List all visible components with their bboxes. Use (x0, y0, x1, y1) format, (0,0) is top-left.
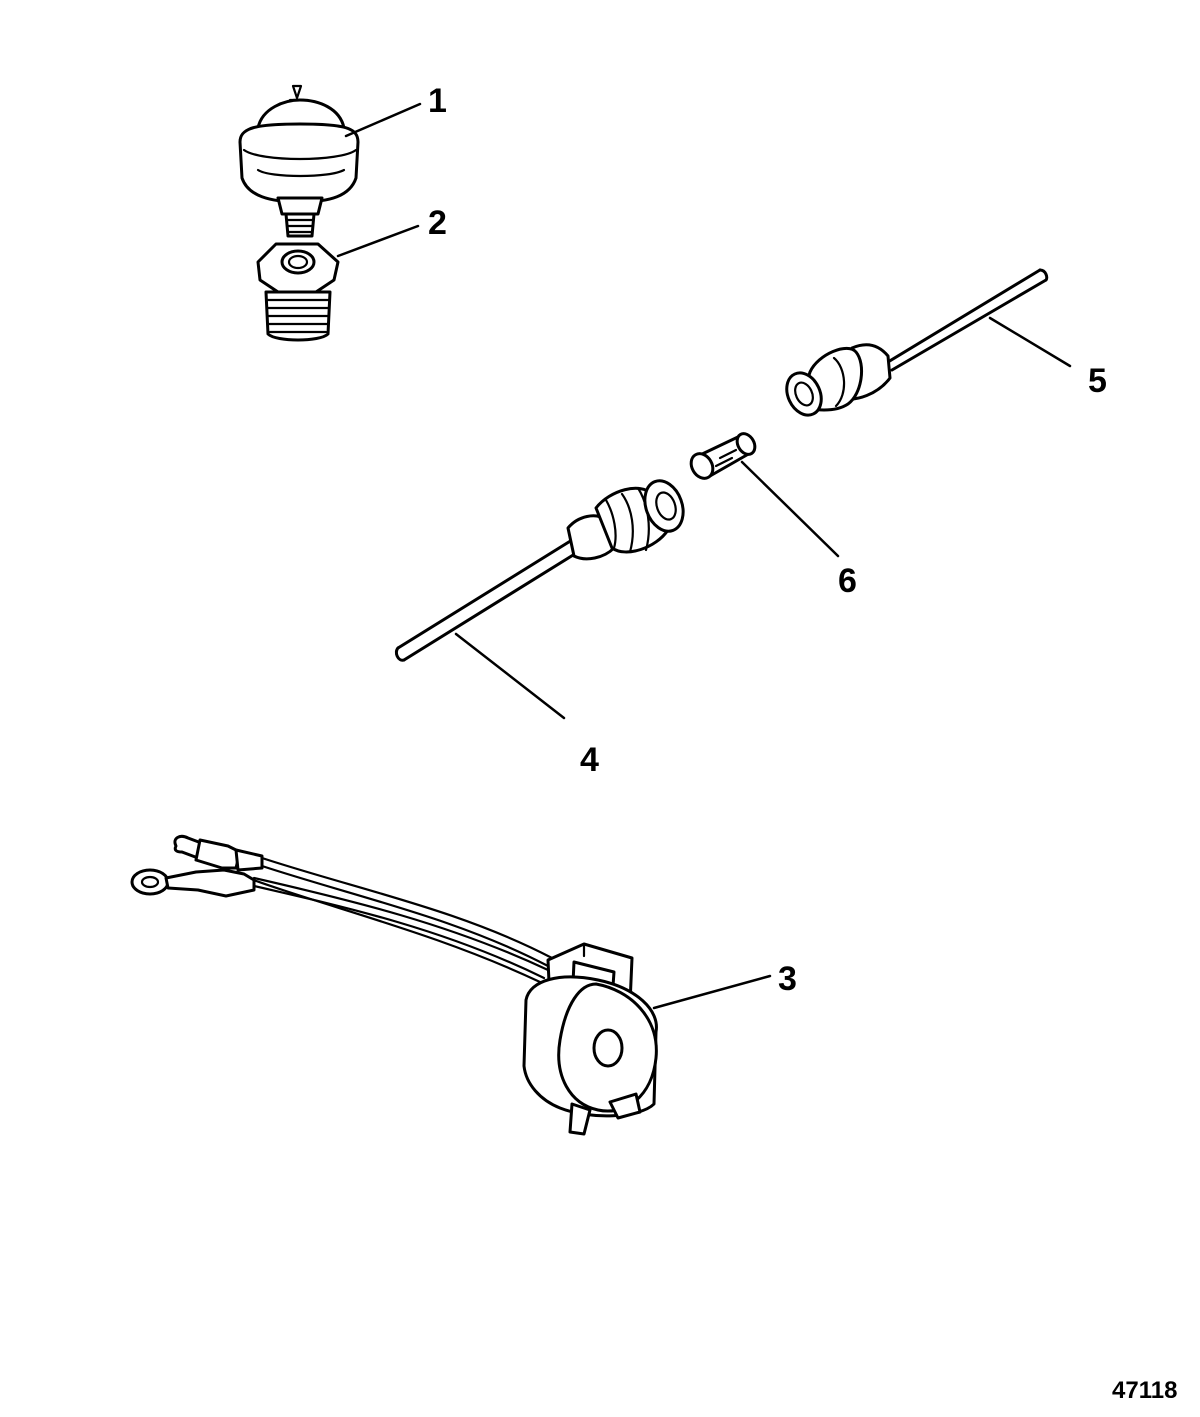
figure-id: 47118 (1112, 1377, 1177, 1404)
callout-3: 3 (778, 960, 797, 998)
callout-4: 4 (580, 741, 599, 779)
part-1-switch (238, 84, 360, 238)
callout-1: 1 (428, 82, 447, 120)
leader-6 (740, 460, 840, 558)
leader-5 (988, 316, 1072, 368)
part-4-connector (394, 479, 685, 662)
callout-numbers: 1 2 3 4 5 6 (428, 82, 1107, 998)
leader-1 (344, 102, 422, 138)
part-3-coil (130, 834, 658, 1136)
part-6-fuse (689, 432, 757, 480)
leader-3 (652, 974, 772, 1010)
callout-5: 5 (1088, 362, 1107, 400)
callout-2: 2 (428, 204, 447, 242)
leader-2 (336, 224, 420, 258)
callout-6: 6 (838, 562, 857, 600)
part-5-connector (785, 268, 1049, 417)
part-2-fitting (256, 242, 340, 342)
leader-4 (454, 632, 566, 720)
leader-lines (336, 102, 1072, 1010)
